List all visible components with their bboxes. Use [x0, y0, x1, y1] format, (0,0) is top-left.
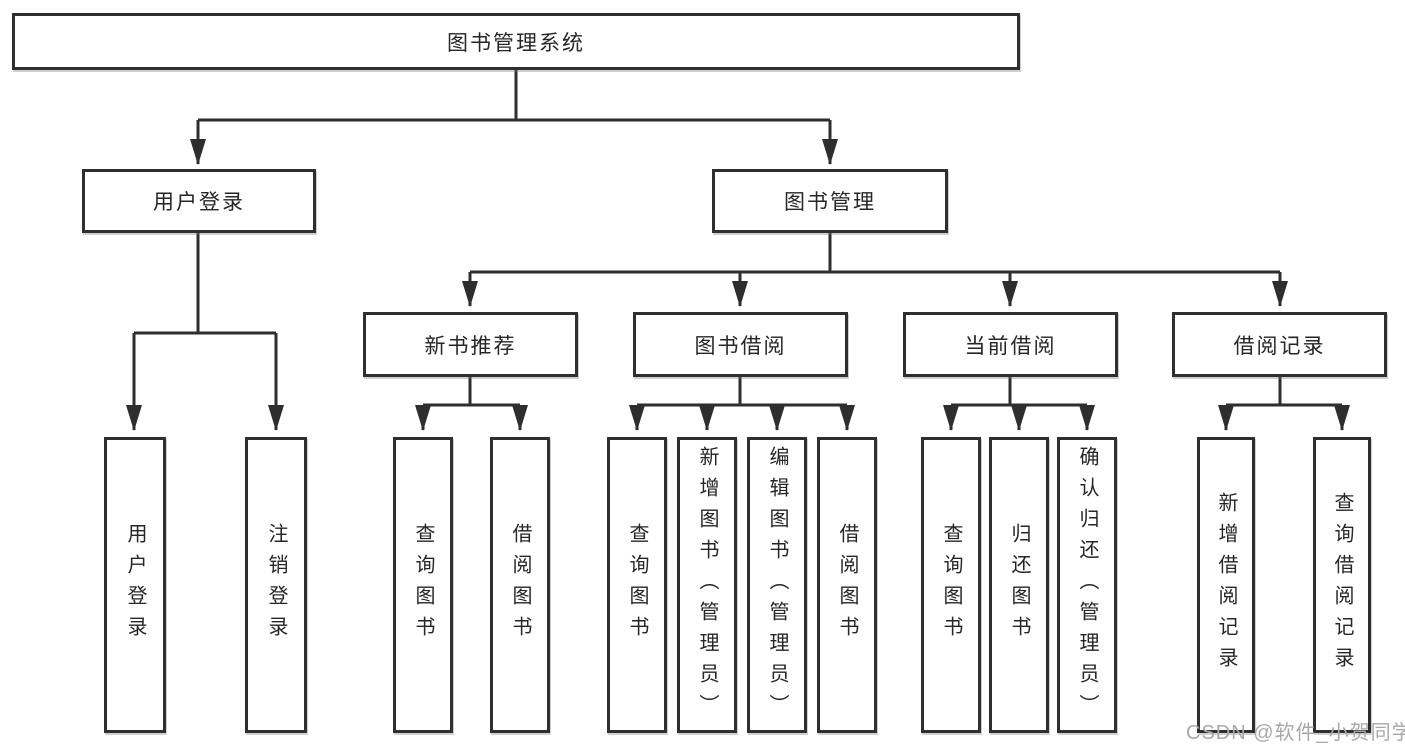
node-label: 借阅图书: [509, 523, 531, 647]
node-book-borrow: 图书借阅: [633, 312, 848, 377]
node-label: 图书管理系统: [447, 31, 585, 55]
node-borrow-record: 借阅记录: [1172, 312, 1387, 377]
node-label: 注销登录: [265, 523, 287, 647]
node-new-book-recommend: 新书推荐: [363, 312, 578, 377]
leaf-borrow-book-1: 借阅图书: [490, 437, 550, 733]
node-label: 新增图书（管理员）: [696, 445, 718, 725]
csdn-watermark: CSDN @软件_小贺同学: [1186, 722, 1405, 744]
node-current-borrow: 当前借阅: [903, 312, 1118, 377]
leaf-query-book-2: 查询图书: [607, 437, 667, 733]
leaf-user-login: 用户登录: [104, 437, 166, 733]
node-label: 借阅图书: [836, 523, 858, 647]
node-label: 查询图书: [412, 523, 434, 647]
leaf-query-book-3: 查询图书: [921, 437, 981, 733]
node-root-system: 图书管理系统: [12, 13, 1020, 70]
node-book-management: 图书管理: [712, 169, 948, 233]
node-label: 图书管理: [784, 191, 876, 214]
leaf-edit-book-admin: 编辑图书（管理员）: [747, 437, 807, 733]
leaf-add-book-admin: 新增图书（管理员）: [677, 437, 737, 733]
leaf-confirm-return-admin: 确认归还（管理员）: [1057, 437, 1117, 733]
leaf-return-book: 归还图书: [989, 437, 1049, 733]
node-label: 图书借阅: [694, 334, 787, 358]
node-label: 用户登录: [153, 191, 245, 214]
node-label: 用户登录: [124, 523, 146, 647]
leaf-query-book-1: 查询图书: [393, 437, 453, 733]
node-label: 查询借阅记录: [1331, 492, 1353, 678]
node-label: 当前借阅: [964, 334, 1057, 358]
node-label: 查询图书: [940, 523, 962, 647]
leaf-borrow-book-2: 借阅图书: [817, 437, 877, 733]
node-label: 借阅记录: [1233, 334, 1326, 358]
leaf-logout: 注销登录: [245, 437, 307, 733]
node-label: 查询图书: [626, 523, 648, 647]
leaf-query-borrow-record: 查询借阅记录: [1313, 437, 1371, 733]
node-label: 新增借阅记录: [1215, 492, 1237, 678]
node-label: 编辑图书（管理员）: [766, 445, 788, 725]
node-label: 新书推荐: [424, 334, 517, 358]
node-label: 归还图书: [1008, 523, 1030, 647]
node-user-login: 用户登录: [82, 169, 316, 233]
node-label: 确认归还（管理员）: [1076, 445, 1098, 725]
leaf-add-borrow-record: 新增借阅记录: [1197, 437, 1255, 733]
